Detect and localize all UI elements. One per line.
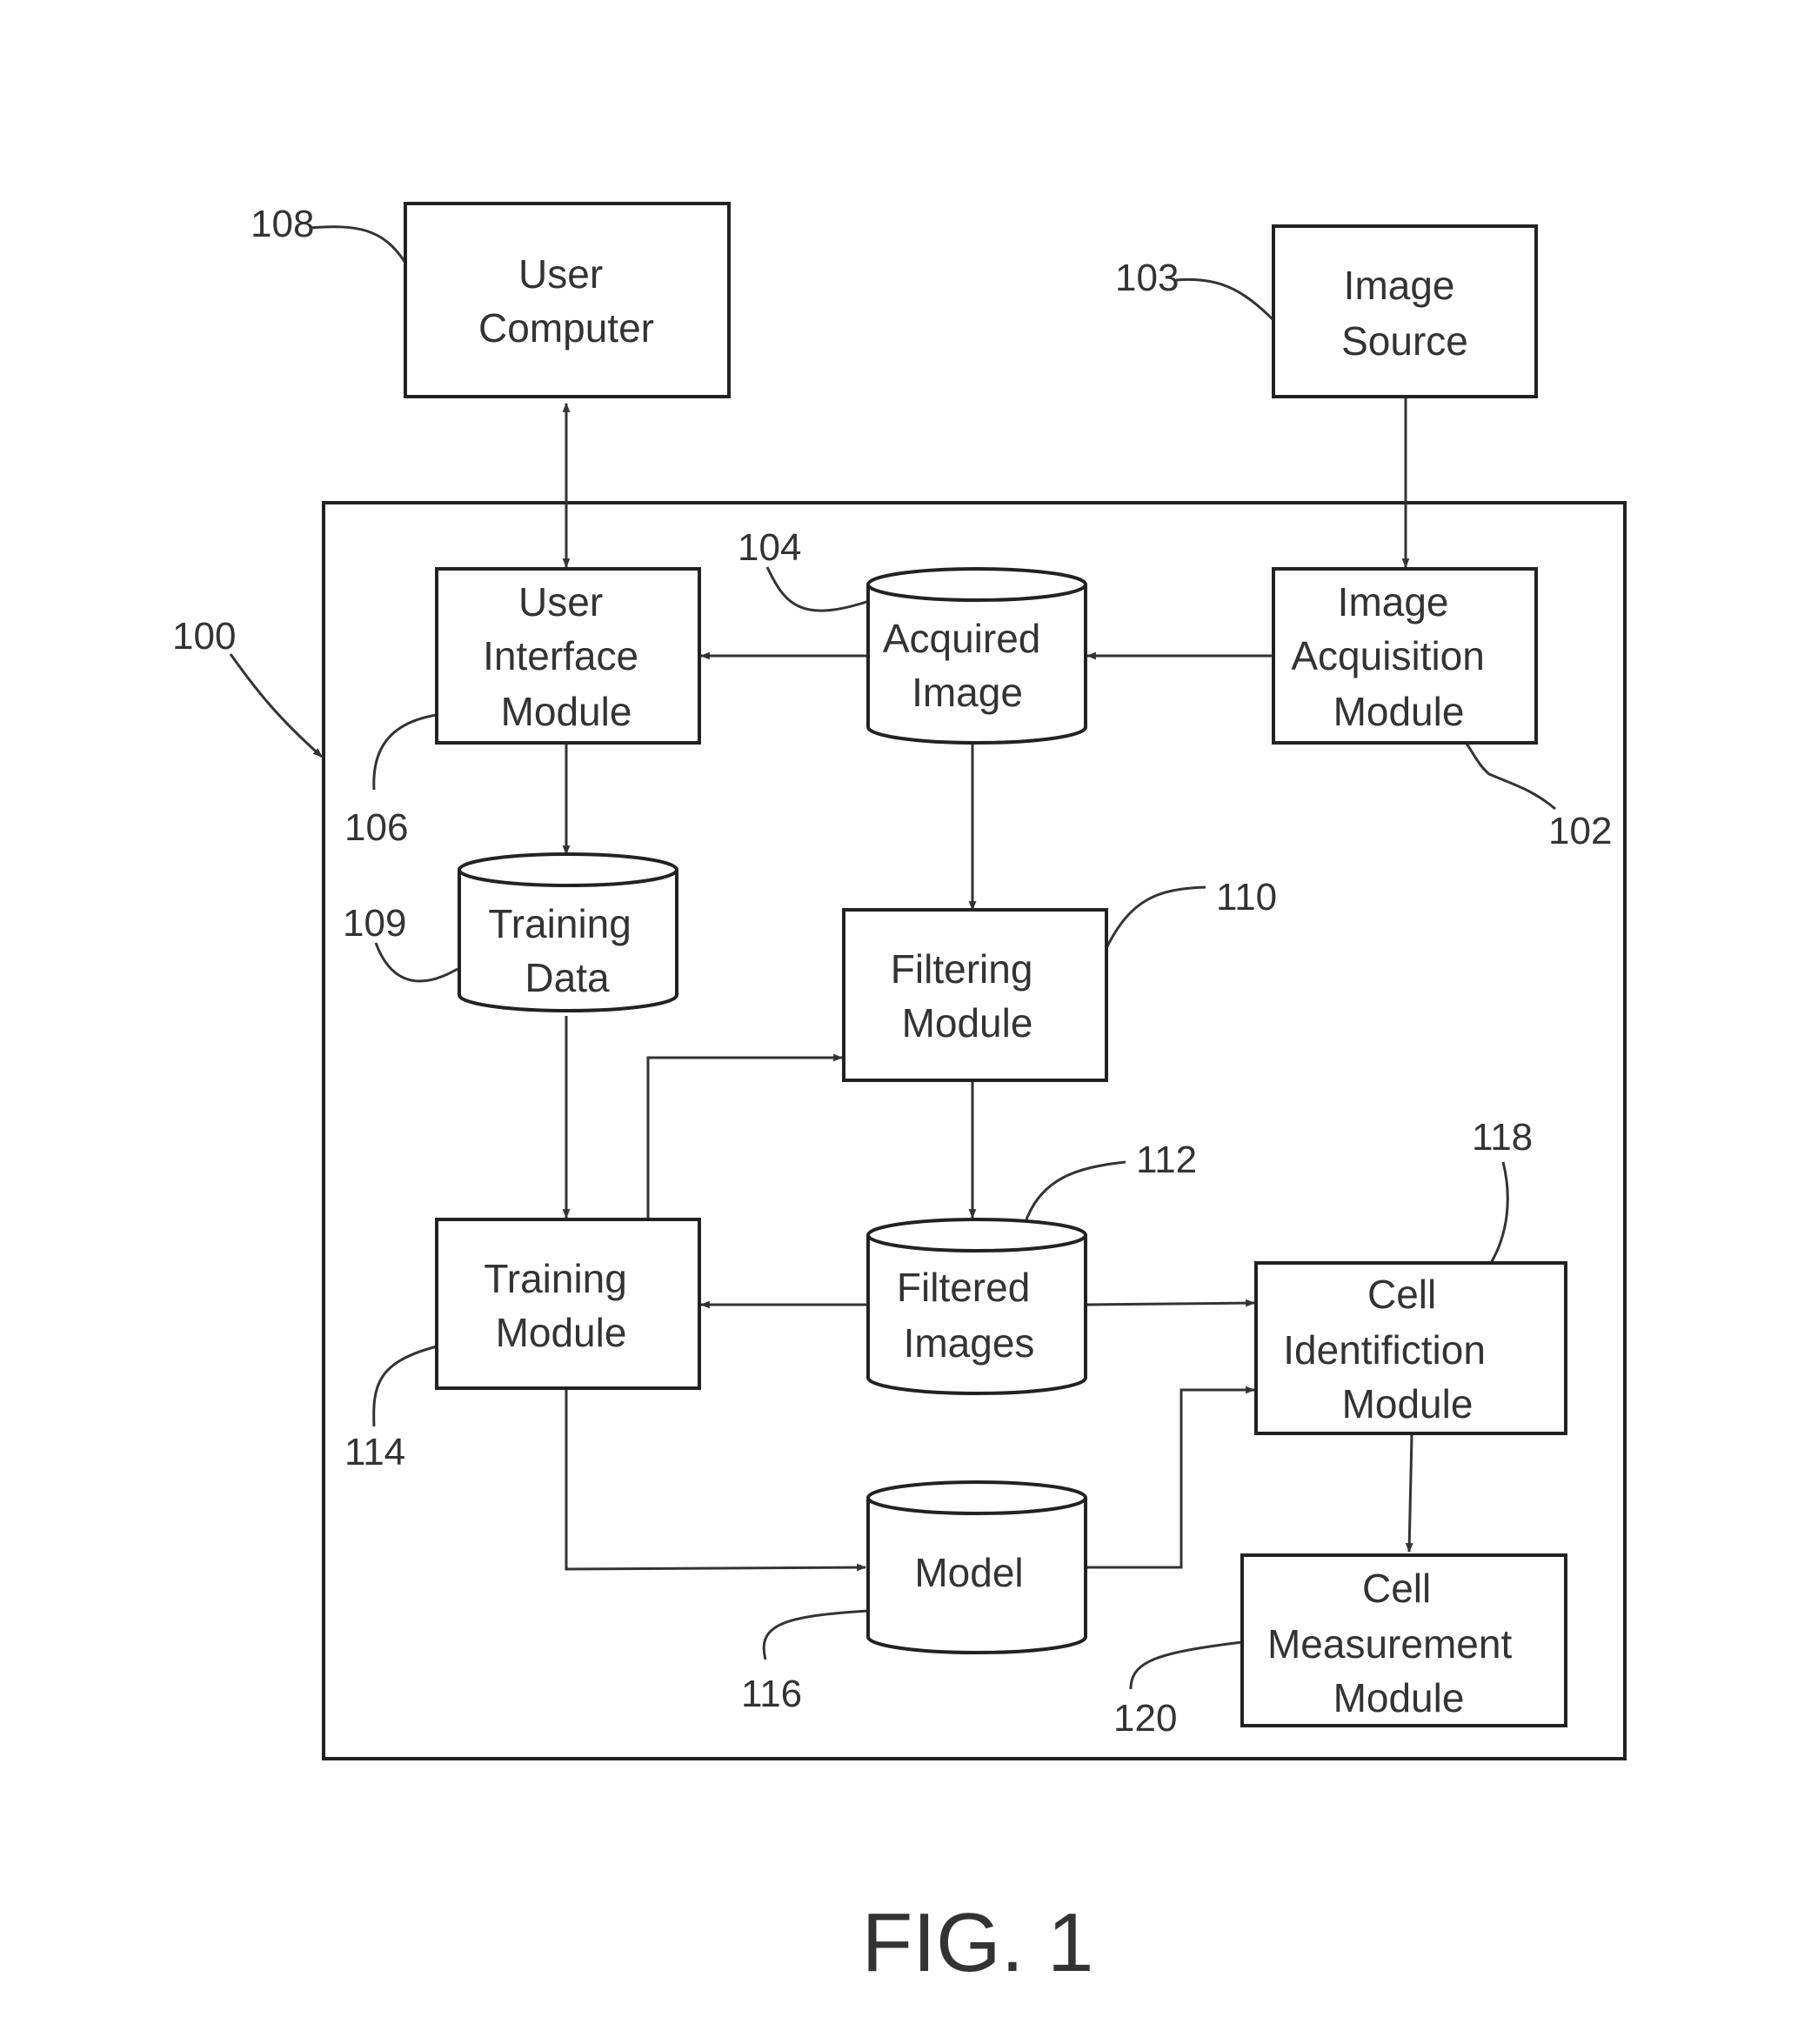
training-module-box: Training Module bbox=[437, 1219, 699, 1388]
filtered-images-label-line: Filtered bbox=[897, 1265, 1030, 1310]
model-label-line: Model bbox=[914, 1550, 1023, 1595]
cell-identification-module-label-line: Identifiction bbox=[1283, 1327, 1486, 1373]
training-module-label-line: Module bbox=[496, 1310, 627, 1355]
leader-108 bbox=[310, 227, 405, 263]
ref-104: 104 bbox=[738, 526, 801, 569]
filtering-module-label-line: Module bbox=[902, 1000, 1033, 1045]
image-source-label-line: Source bbox=[1341, 318, 1468, 364]
image-acquisition-module-box: Image Acquisition Module bbox=[1273, 569, 1536, 743]
svg-text:Model: Model bbox=[914, 1550, 1023, 1595]
ref-106: 106 bbox=[344, 806, 408, 849]
filtering-module-label-line: Filtering bbox=[891, 946, 1033, 992]
ref-108: 108 bbox=[251, 203, 314, 245]
figure-caption: FIG. 1 bbox=[862, 1896, 1094, 1989]
ref-116: 116 bbox=[741, 1673, 802, 1715]
training-data-label-line: Data bbox=[525, 955, 610, 1000]
training-module-label-line: Training bbox=[484, 1256, 626, 1301]
cell-identification-module-label-line: Module bbox=[1342, 1381, 1474, 1426]
image-source-box: Image Source bbox=[1273, 226, 1536, 397]
filtered-images-label-line: Images bbox=[904, 1320, 1035, 1366]
user-computer-label-line: User bbox=[518, 251, 603, 297]
model-cylinder: Model bbox=[868, 1482, 1086, 1653]
acquired-image-label-line: Image bbox=[912, 670, 1023, 715]
ref-114: 114 bbox=[344, 1431, 405, 1473]
ref-112: 112 bbox=[1136, 1139, 1197, 1181]
ref-120: 120 bbox=[1113, 1697, 1177, 1740]
user-interface-module-box: User Interface Module bbox=[437, 569, 699, 743]
cell-identification-module-box: Cell Identifiction Module bbox=[1256, 1263, 1566, 1433]
acquired-image-cylinder: Acquired Image bbox=[868, 569, 1086, 743]
cell-measurement-module-label-line: Module bbox=[1333, 1675, 1465, 1720]
ref-103: 103 bbox=[1115, 257, 1179, 299]
ref-109: 109 bbox=[343, 902, 406, 945]
user-computer-label-line: Computer bbox=[478, 305, 654, 351]
cell-measurement-module-label-line: Measurement bbox=[1267, 1621, 1512, 1667]
leader-103 bbox=[1176, 279, 1273, 320]
edge-filtered-images-to-cell-identification-module bbox=[1087, 1303, 1254, 1305]
cell-measurement-module-box: Cell Measurement Module bbox=[1242, 1555, 1566, 1726]
training-data-label-line: Training bbox=[488, 901, 631, 946]
ref-102: 102 bbox=[1548, 810, 1612, 852]
filtered-images-cylinder: Filtered Images bbox=[868, 1219, 1086, 1393]
image-acquisition-module-label-line: Image bbox=[1338, 579, 1449, 625]
user-interface-module-label-line: User bbox=[518, 579, 603, 625]
user-interface-module-label-line: Module bbox=[501, 689, 632, 734]
user-interface-module-label-line: Interface bbox=[483, 633, 638, 678]
image-source-label-line: Image bbox=[1344, 263, 1455, 308]
image-acquisition-module-label-line: Acquisition bbox=[1291, 633, 1484, 678]
leader-100 bbox=[231, 654, 322, 757]
cell-identification-module-label-line: Cell bbox=[1367, 1272, 1436, 1317]
ref-110: 110 bbox=[1216, 876, 1277, 918]
filtering-module-box: Filtering Module bbox=[844, 910, 1106, 1080]
user-computer-box: User Computer bbox=[405, 204, 729, 397]
image-acquisition-module-label-line: Module bbox=[1333, 689, 1465, 734]
cell-measurement-module-label-line: Cell bbox=[1362, 1566, 1431, 1611]
ref-100: 100 bbox=[172, 615, 236, 658]
training-data-cylinder: Training Data bbox=[459, 854, 677, 1011]
acquired-image-label-line: Acquired bbox=[883, 616, 1041, 661]
ref-118: 118 bbox=[1472, 1116, 1533, 1159]
